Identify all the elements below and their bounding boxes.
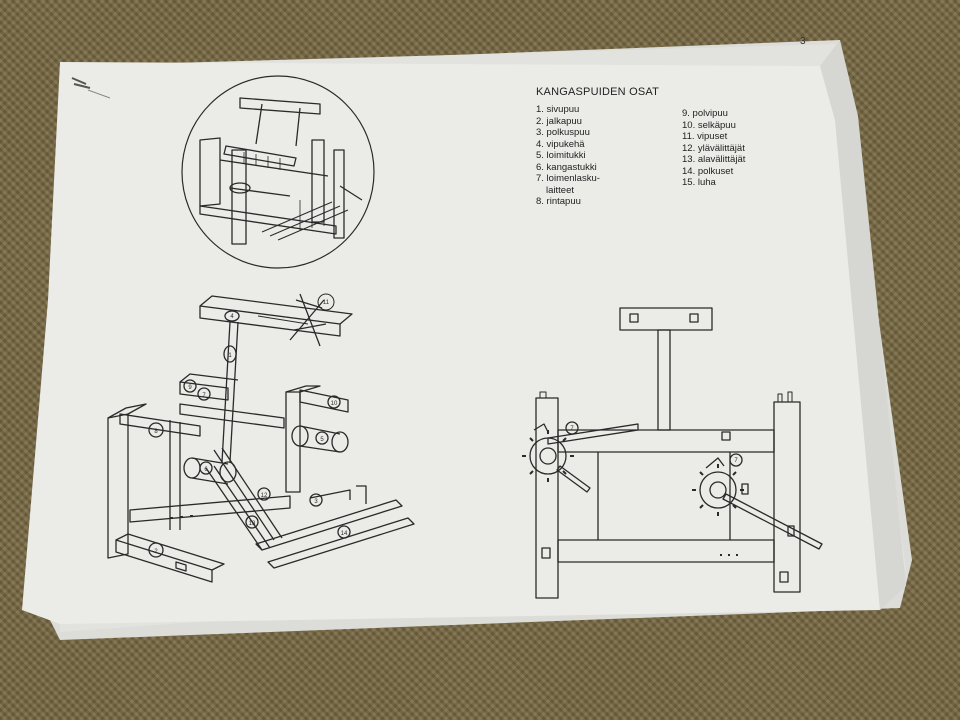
parts-list-item: 15. luha <box>682 177 716 188</box>
callout-label: 12 <box>261 493 268 499</box>
parts-list-title: KANGASPUIDEN OSAT <box>536 86 659 98</box>
parts-list-item: 11. vipuset <box>682 131 728 142</box>
staple <box>71 77 91 89</box>
callout-label: 7 <box>570 426 574 432</box>
parts-list-item: 10. selkäpuu <box>682 119 736 131</box>
sheet-shadow-edge <box>820 40 906 610</box>
callout-label: 5 <box>320 437 324 443</box>
callout-label: 14 <box>341 531 348 537</box>
callout-label: 11 <box>323 300 330 306</box>
parts-list-item: 4. vipukehä <box>536 138 585 150</box>
callout-label: 8 <box>154 429 158 435</box>
callout-label: 3 <box>314 499 318 505</box>
parts-list-item: 8. rintapuu <box>536 196 581 207</box>
parts-list-item: 9. polvipuu <box>682 108 728 119</box>
callout-label: 1 <box>228 353 232 359</box>
parts-list-item: laitteet <box>546 184 574 196</box>
callout-label: 7 <box>202 393 206 399</box>
page-number: 3 <box>800 36 806 47</box>
loom-side-view <box>522 307 823 599</box>
parts-list-item: 13. alavälittäjät <box>682 154 746 165</box>
parts-list-right: 9. polvipuu 10. selkäpuu 11. vipuset 12.… <box>682 108 802 189</box>
parts-list-item: 5. loimitukki <box>536 150 586 161</box>
parts-list-item: 7. loimenlasku- <box>536 173 600 184</box>
parts-list-left: 1. sivupuu 2. jalkapuu 3. polkuspuu 4. v… <box>536 104 656 208</box>
callout-label: 13 <box>249 521 256 527</box>
loom-exploded-view <box>107 293 415 583</box>
callout-label: 9 <box>188 385 192 391</box>
callout-label: 10 <box>331 401 338 407</box>
callout-label: 6 <box>204 467 208 473</box>
callout-label: 7 <box>734 458 738 464</box>
parts-list-item: 14. polkuset <box>682 165 734 177</box>
callout-label: 4 <box>230 314 234 320</box>
callout-label: 2 <box>154 549 158 555</box>
parts-list-item: 3. polkuspuu <box>536 127 590 138</box>
parts-list-item: 1. sivupuu <box>536 104 580 115</box>
parts-list-item: 6. kangastukki <box>536 161 597 173</box>
parts-list-item: 2. jalkapuu <box>536 115 582 127</box>
loom-overview-illustration <box>181 75 375 269</box>
staple-tail <box>87 89 111 99</box>
parts-list-item: 12. ylävälittäjät <box>682 142 745 154</box>
